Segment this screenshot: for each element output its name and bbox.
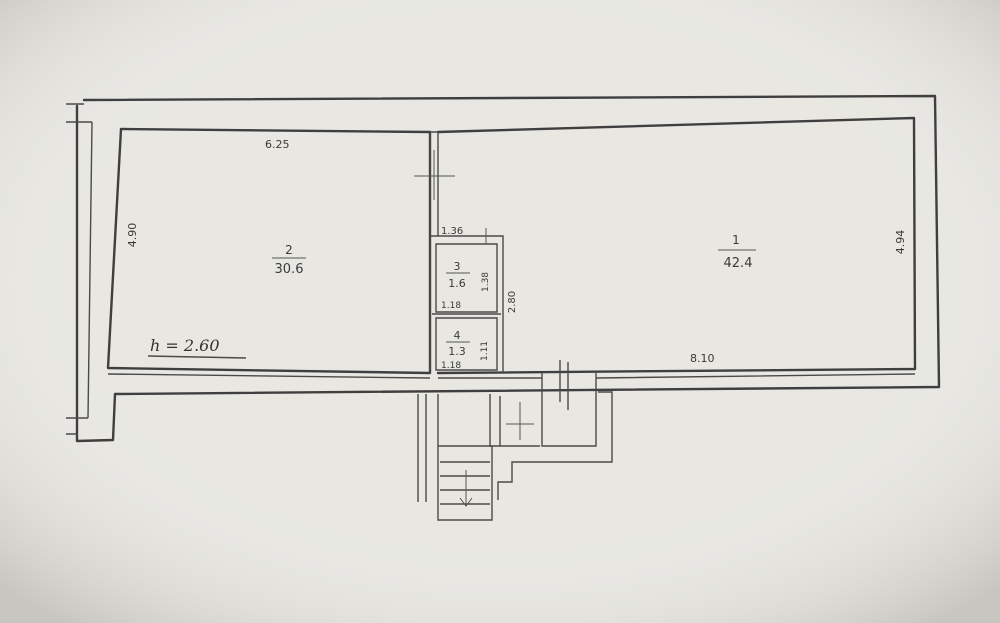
entrance-arrow bbox=[506, 402, 534, 440]
dimension-core-bottom: 1.18 bbox=[441, 361, 461, 371]
bottom-wall-segments bbox=[107, 373, 916, 379]
dimension-core-side-upper: 1.38 bbox=[481, 272, 491, 292]
dimension-bottom-right: 8.10 bbox=[690, 352, 715, 365]
stair-steps bbox=[437, 394, 493, 521]
room-area-3: 1.6 bbox=[448, 277, 466, 290]
dimension-right: 4.94 bbox=[894, 230, 907, 255]
inner-wall-room-1 bbox=[436, 116, 917, 375]
room-4-wall bbox=[432, 313, 501, 371]
room-number-1: 1 bbox=[732, 233, 740, 247]
stair-arrow bbox=[459, 470, 473, 507]
ceiling-height-underline bbox=[147, 355, 247, 359]
ceiling-height-note: h = 2.60 bbox=[150, 336, 220, 355]
entrance-porch bbox=[489, 360, 597, 447]
room-area-1: 42.4 bbox=[724, 256, 753, 271]
entrance-frame bbox=[417, 391, 613, 502]
dimension-core-mid: 1.18 bbox=[441, 301, 461, 311]
dimension-core-outer: 2.80 bbox=[507, 291, 518, 313]
room-number-2: 2 bbox=[285, 243, 293, 257]
dimension-top-left: 6.25 bbox=[265, 138, 290, 151]
room-number-3: 3 bbox=[454, 260, 461, 273]
dimension-core-top: 1.36 bbox=[441, 226, 463, 237]
room-area-2: 30.6 bbox=[275, 262, 304, 277]
room-area-4: 1.3 bbox=[448, 345, 466, 358]
dimension-core-side-lower: 1.11 bbox=[480, 341, 490, 361]
outer-wall-left-return bbox=[66, 103, 93, 435]
room-number-4: 4 bbox=[454, 329, 461, 342]
room-3-wall bbox=[430, 235, 504, 373]
dimension-left: 4.90 bbox=[126, 223, 139, 248]
partition-wall bbox=[429, 131, 439, 373]
outer-wall bbox=[75, 94, 941, 443]
door-mark-partition bbox=[414, 150, 455, 200]
